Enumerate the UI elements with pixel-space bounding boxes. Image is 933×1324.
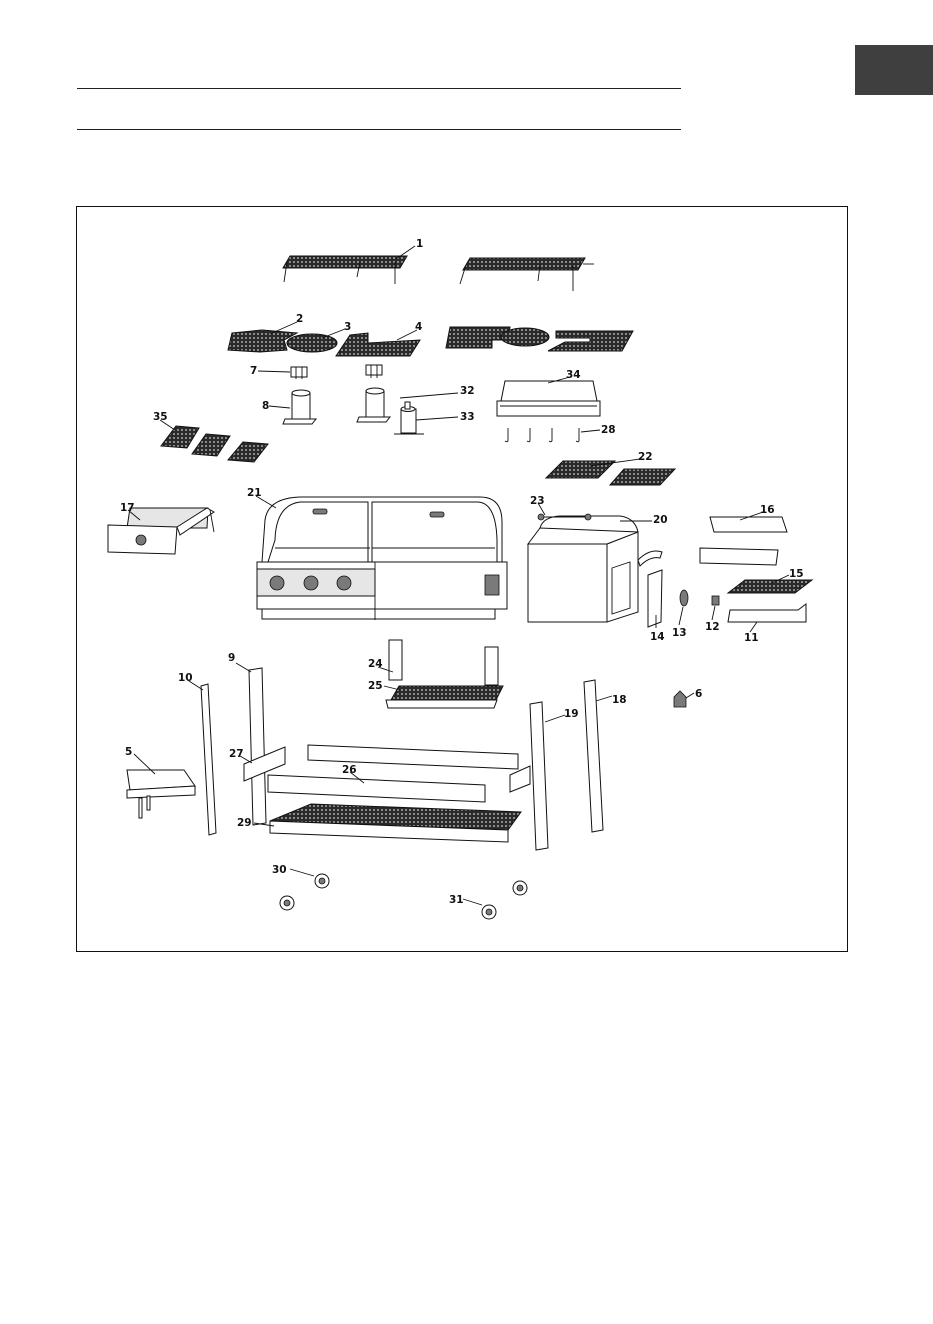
label-14: 14: [650, 631, 665, 643]
label-35: 35: [153, 411, 168, 423]
part-small-components: [648, 570, 719, 627]
label-6: 6: [695, 688, 702, 700]
part-briquette-trays: [161, 426, 268, 462]
label-26: 26: [342, 764, 357, 776]
part-smoker-cup: [394, 402, 424, 434]
label-33: 33: [460, 411, 475, 423]
part-side-burner: [108, 508, 214, 554]
label-29: 29: [237, 817, 252, 829]
part-side-table: [127, 770, 195, 818]
label-28: 28: [601, 424, 616, 436]
label-22: 22: [638, 451, 653, 463]
part-bottom-shelf: [270, 804, 521, 842]
label-12: 12: [705, 621, 720, 633]
part-burner-fitting: [291, 365, 382, 379]
label-18: 18: [612, 694, 627, 706]
label-9: 9: [228, 652, 235, 664]
label-7: 7: [250, 365, 257, 377]
label-1: 1: [416, 238, 423, 250]
label-8: 8: [262, 400, 269, 412]
label-25: 25: [368, 680, 383, 692]
label-4: 4: [415, 321, 422, 333]
label-34: 34: [566, 369, 581, 381]
part-hooks: [505, 428, 579, 442]
label-11: 11: [744, 632, 759, 644]
part-side-cabinet: [528, 514, 662, 622]
label-24: 24: [368, 658, 383, 670]
part-regulator: [674, 691, 686, 707]
part-main-grill-body: [257, 497, 507, 620]
label-19: 19: [564, 708, 579, 720]
label-5: 5: [125, 746, 132, 758]
label-23: 23: [530, 495, 545, 507]
label-3: 3: [344, 321, 351, 333]
label-17: 17: [120, 502, 135, 514]
part-casters: [280, 874, 527, 919]
part-cooking-grid: [283, 256, 594, 291]
label-2: 2: [296, 313, 303, 325]
label-15: 15: [789, 568, 804, 580]
label-16: 16: [760, 504, 775, 516]
part-burner-cylinder: [283, 388, 390, 424]
label-30: 30: [272, 864, 287, 876]
part-grease-tray: [386, 640, 503, 708]
part-cross-braces: [244, 745, 530, 802]
label-13: 13: [672, 627, 687, 639]
label-32: 32: [460, 385, 475, 397]
part-heat-plates: [228, 327, 633, 356]
label-31: 31: [449, 894, 464, 906]
label-21: 21: [247, 487, 262, 499]
label-20: 20: [653, 514, 668, 526]
label-10: 10: [178, 672, 193, 684]
label-27: 27: [229, 748, 244, 760]
part-side-grids: [546, 461, 675, 485]
part-heat-shield: [497, 381, 600, 416]
